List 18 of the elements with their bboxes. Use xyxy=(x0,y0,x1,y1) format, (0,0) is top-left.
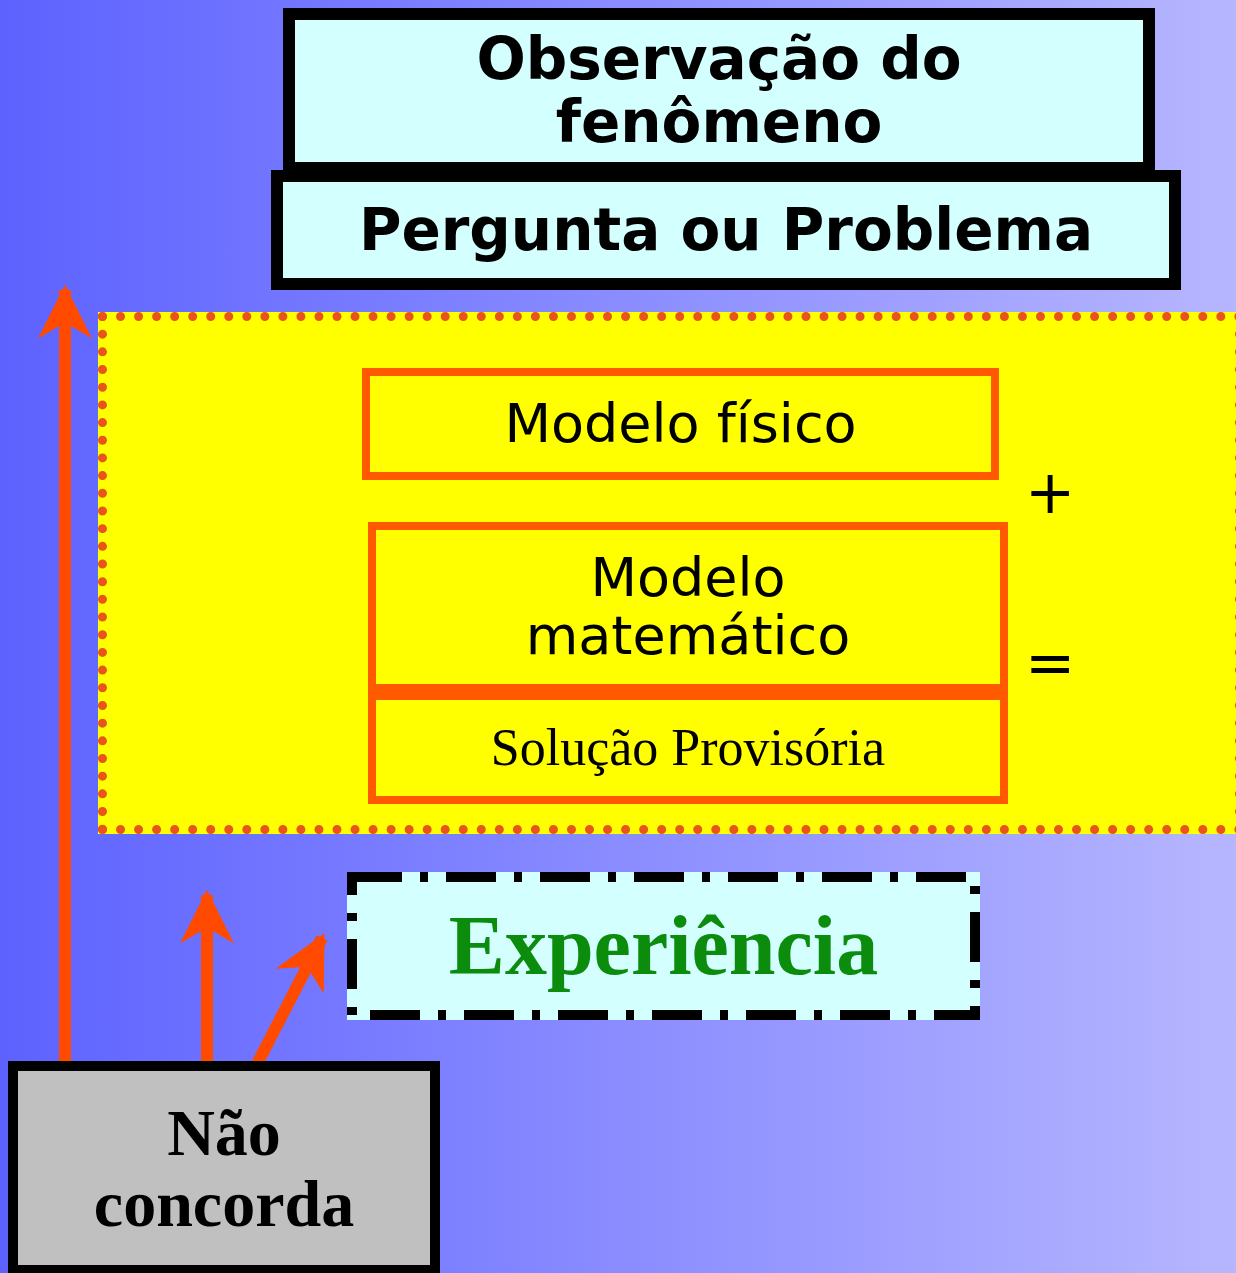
node-label: Observação do fenômeno xyxy=(475,28,963,154)
node-label: Modelo matemático xyxy=(524,548,852,666)
node-label: Solução Provisória xyxy=(490,719,886,777)
math-sign: + xyxy=(1025,462,1076,522)
node-label: Não concorda xyxy=(92,1096,356,1240)
math-sign: = xyxy=(1025,632,1076,692)
node-label: Pergunta ou Problema xyxy=(358,198,1094,262)
node-label: Experiência xyxy=(448,900,879,992)
solution-box xyxy=(368,692,1008,804)
title-box xyxy=(271,170,1181,290)
model-panel xyxy=(98,312,1236,834)
experiment-box xyxy=(347,872,980,1020)
decision-box xyxy=(8,1061,440,1273)
arrow xyxy=(180,889,234,1061)
model-box xyxy=(362,368,999,480)
node-label: Modelo físico xyxy=(504,394,857,454)
model-box xyxy=(368,522,1008,692)
arrow xyxy=(38,284,92,1061)
